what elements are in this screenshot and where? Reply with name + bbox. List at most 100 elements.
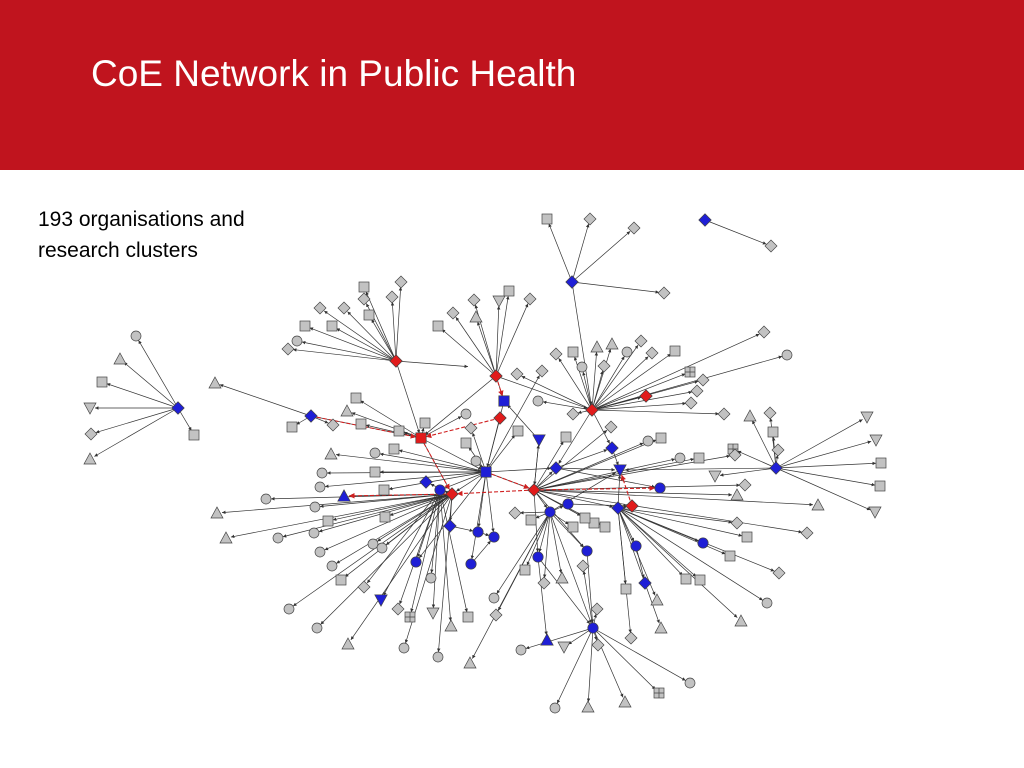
network-node-diamond bbox=[763, 406, 777, 420]
network-node-diamond bbox=[326, 418, 340, 432]
title-banner: CoE Network in Public Health bbox=[0, 0, 1024, 170]
network-edge bbox=[775, 419, 863, 469]
network-node-diamond bbox=[391, 602, 405, 616]
network-edge bbox=[292, 493, 453, 607]
network-node-triangle-up bbox=[605, 337, 619, 350]
network-node-circle bbox=[576, 361, 588, 373]
network-edge bbox=[336, 328, 397, 362]
network-node-square bbox=[393, 425, 405, 437]
network-edge bbox=[533, 489, 814, 507]
hub-node-diamond bbox=[585, 403, 599, 417]
network-node-square bbox=[567, 346, 579, 358]
network-node-circle bbox=[272, 532, 284, 544]
network-edge bbox=[395, 360, 421, 434]
network-edge bbox=[472, 432, 487, 473]
network-node-square bbox=[724, 550, 736, 562]
network-node-diamond bbox=[337, 301, 351, 315]
network-edge bbox=[323, 310, 397, 362]
network-node-diamond bbox=[84, 427, 98, 441]
network-node-diamond bbox=[696, 373, 710, 387]
network-node-triangle-up bbox=[219, 531, 233, 544]
network-edge bbox=[775, 440, 872, 469]
network-edge bbox=[221, 493, 453, 515]
network-node-circle bbox=[308, 527, 320, 539]
network-node-square bbox=[503, 285, 515, 297]
network-node-triangle-up bbox=[208, 376, 222, 389]
hub-node-circle bbox=[434, 484, 446, 496]
network-node-triangle-down bbox=[860, 411, 874, 424]
network-node-triangle-down bbox=[492, 295, 506, 308]
hub-node-diamond bbox=[549, 461, 563, 475]
network-node-diamond bbox=[385, 290, 399, 304]
network-node-diamond bbox=[357, 292, 371, 306]
network-node-square bbox=[335, 574, 347, 586]
network-edge bbox=[379, 452, 487, 473]
network-edge bbox=[549, 511, 592, 624]
network-node-circle bbox=[130, 330, 142, 342]
network-edge bbox=[439, 489, 453, 622]
network-node-diamond bbox=[394, 275, 408, 289]
hub-node-diamond bbox=[639, 389, 653, 403]
caption-line-1: 193 organisations and bbox=[38, 208, 245, 231]
network-node-circle bbox=[549, 702, 561, 714]
network-graph bbox=[83, 212, 887, 714]
network-node-circle bbox=[642, 435, 654, 447]
network-node-square bbox=[299, 320, 311, 332]
network-edge bbox=[418, 471, 487, 559]
network-edge bbox=[525, 627, 594, 650]
network-node-square bbox=[741, 531, 753, 543]
slide-title: CoE Network in Public Health bbox=[91, 53, 577, 94]
network-edge bbox=[591, 409, 610, 444]
network-node-square bbox=[462, 611, 474, 623]
network-edge bbox=[617, 507, 699, 542]
network-node-square bbox=[875, 457, 887, 469]
network-edge-highlight bbox=[533, 485, 656, 491]
network-edge-highlight bbox=[620, 474, 633, 507]
network-node-triangle-down bbox=[557, 641, 571, 654]
network-node-square bbox=[378, 484, 390, 496]
network-edge bbox=[365, 291, 397, 362]
network-node-square bbox=[512, 425, 524, 437]
network-edge bbox=[324, 471, 487, 488]
network-edge bbox=[388, 471, 487, 491]
network-node-circle bbox=[432, 651, 444, 663]
network-edge bbox=[533, 458, 676, 491]
network-edge bbox=[533, 489, 733, 497]
network-edge bbox=[351, 412, 422, 439]
network-edge bbox=[537, 556, 548, 636]
network-edge bbox=[395, 286, 403, 362]
network-edge bbox=[495, 295, 510, 377]
network-node-square bbox=[519, 564, 531, 576]
network-edge bbox=[138, 340, 179, 409]
network-node-triangle-down bbox=[708, 470, 722, 483]
network-edge bbox=[398, 449, 487, 473]
network-edge bbox=[617, 507, 733, 524]
network-node-diamond bbox=[510, 367, 524, 381]
network-edge bbox=[485, 466, 552, 473]
network-edge bbox=[624, 467, 777, 472]
network-node-diamond bbox=[281, 342, 295, 356]
network-edge bbox=[292, 348, 397, 362]
network-edge bbox=[591, 401, 687, 411]
network-edge bbox=[123, 361, 179, 409]
network-edge bbox=[591, 353, 672, 411]
network-node-circle bbox=[460, 408, 472, 420]
network-edge bbox=[538, 511, 551, 553]
network-node-square bbox=[541, 213, 553, 225]
network-edge bbox=[591, 355, 783, 411]
network-node-circle bbox=[515, 644, 527, 656]
network-node-diamond bbox=[690, 384, 704, 398]
network-node-diamond bbox=[730, 516, 744, 530]
hub-node-square bbox=[480, 466, 492, 478]
network-node-circle bbox=[532, 395, 544, 407]
network-edge bbox=[495, 375, 588, 409]
hub-node-circle bbox=[465, 558, 477, 570]
network-edge bbox=[617, 507, 683, 576]
hub-node-diamond bbox=[527, 483, 541, 497]
network-node-square bbox=[369, 466, 381, 478]
network-node-diamond bbox=[535, 364, 549, 378]
network-node-triangle-up bbox=[581, 700, 595, 713]
network-edge bbox=[548, 223, 573, 283]
network-edge bbox=[230, 493, 453, 539]
network-edge bbox=[332, 493, 453, 521]
